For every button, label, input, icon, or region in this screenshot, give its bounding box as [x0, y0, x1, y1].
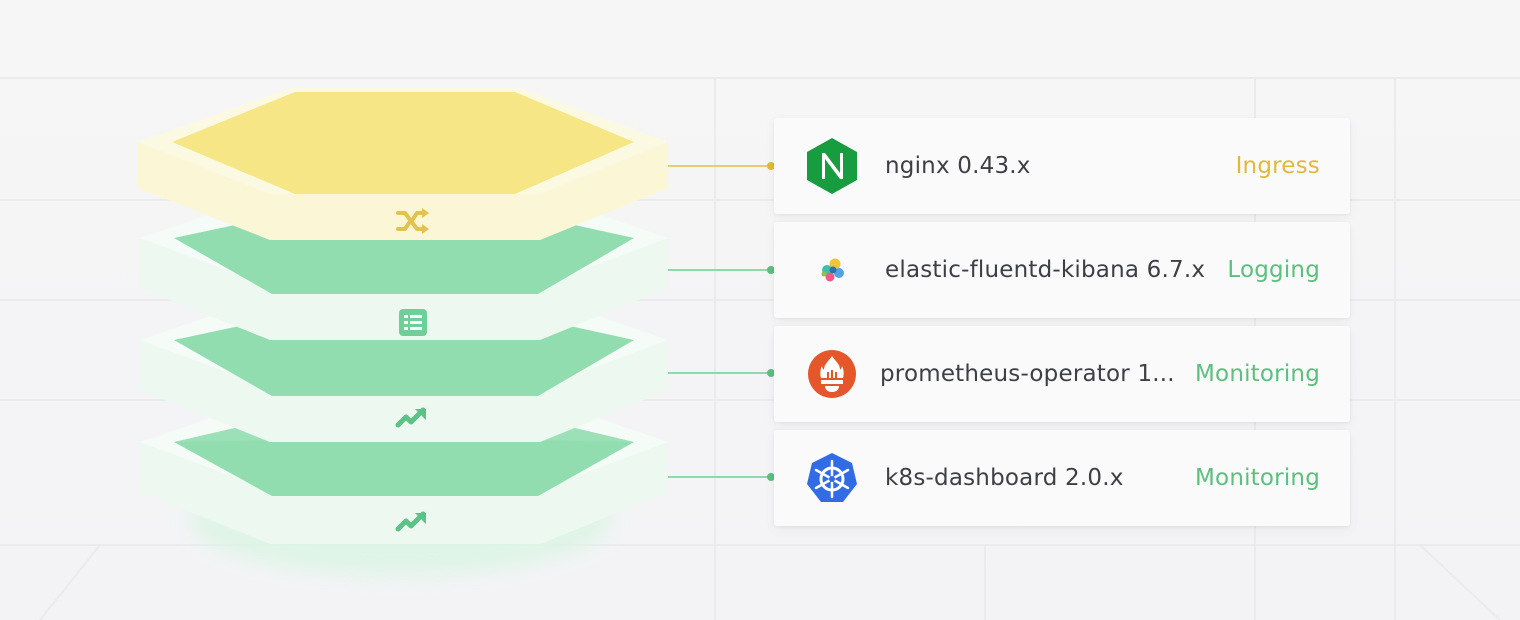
efk-logo-icon — [821, 258, 844, 282]
shuffle-icon — [396, 208, 429, 234]
component-name: nginx 0.43.x — [885, 153, 1031, 179]
connector-lines — [668, 162, 775, 481]
component-name: prometheus-operator 1... — [880, 361, 1175, 387]
component-category: Ingress — [1235, 153, 1320, 179]
component-name: k8s-dashboard 2.0.x — [885, 465, 1124, 491]
component-category: Logging — [1227, 257, 1320, 283]
component-card-prometheus: prometheus-operator 1... Monitoring — [774, 326, 1350, 422]
trending-up-icon — [395, 511, 426, 532]
kubernetes-logo-icon — [807, 453, 857, 502]
trending-up-icon — [395, 407, 426, 428]
component-card-efk: elastic-fluentd-kibana 6.7.x Logging — [774, 222, 1350, 318]
component-category: Monitoring — [1195, 465, 1320, 491]
list-icon — [399, 309, 427, 336]
nginx-logo-icon — [807, 138, 857, 194]
component-name: elastic-fluentd-kibana 6.7.x — [885, 257, 1206, 283]
prometheus-logo-icon — [808, 350, 856, 398]
component-category: Monitoring — [1195, 361, 1320, 387]
component-card-nginx: nginx 0.43.x Ingress — [774, 118, 1350, 214]
layer-1-hexagon — [138, 88, 668, 240]
component-card-k8s-dashboard: k8s-dashboard 2.0.x Monitoring — [774, 430, 1350, 526]
